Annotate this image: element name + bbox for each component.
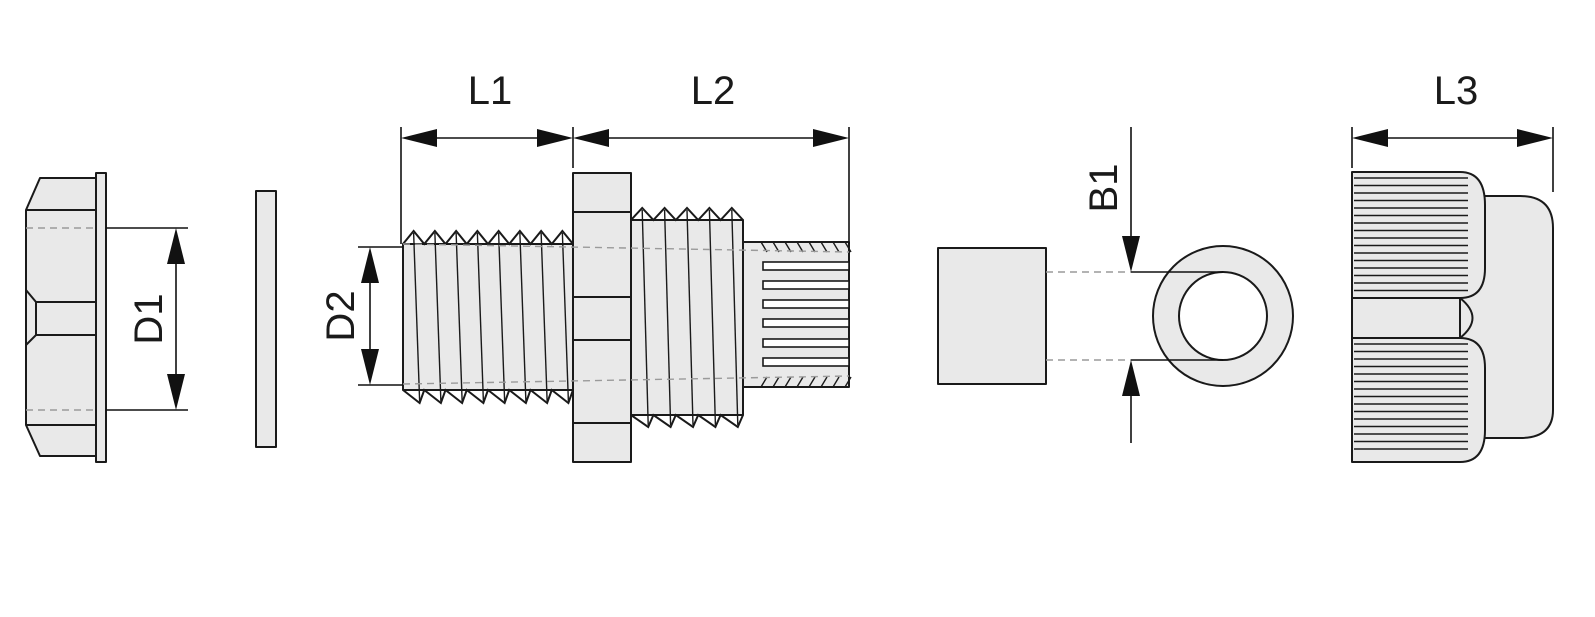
cap-grip-ribs [1354,177,1468,450]
hidden-lines [402,243,850,385]
gland-body [402,172,852,463]
clamping-fingers [742,241,852,388]
seal-insert-end [1152,245,1294,387]
dimension-l1 [400,127,574,244]
dimension-l2 [573,127,850,244]
dimension-d2 [358,246,403,386]
hex-flange [572,172,632,463]
sealing-washer [255,190,277,448]
l1-label: L1 [468,69,513,113]
seal-insert-side [937,247,1047,385]
dome-cap-nut [1351,171,1554,463]
dimension-l3 [1351,127,1554,192]
d1-label: D1 [127,293,171,344]
thread-cap [630,206,744,429]
dimension-b1 [1046,127,1223,443]
l3-label: L3 [1434,69,1479,113]
l2-label: L2 [691,69,736,113]
thread-entry [402,229,574,405]
d2-label: D2 [319,290,363,341]
dimension-d1 [106,227,188,411]
lock-nut [25,172,107,463]
b1-label: B1 [1082,164,1126,213]
